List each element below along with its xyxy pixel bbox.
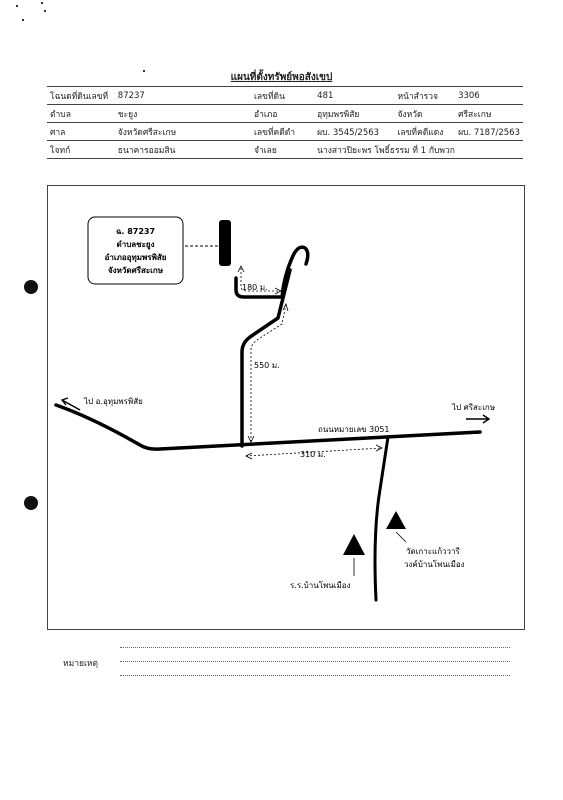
value-black-case-no: ผบ. 3545/2563	[314, 122, 395, 141]
value-plaintiff: ธนาคารออมสิน	[114, 140, 252, 159]
access-road	[240, 268, 292, 448]
value-district: อุทุมพรพิสัย	[314, 104, 395, 123]
table-row: ตำบล ชะยูง อำเภอ อุทุมพรพิสัย จังหวัด ศร…	[47, 104, 523, 123]
label-district: อำเภอ	[251, 104, 315, 123]
label-survey-page: หน้าสำรวจ	[394, 86, 456, 105]
label-red-case-no: เลขที่คดีแดง	[394, 122, 456, 141]
south-road	[373, 435, 390, 602]
temple-landmark	[386, 511, 406, 529]
value-defendant: นางสาวปิยะพร โพธิ์ธรรม ที่ 1 กับพวก	[314, 140, 523, 159]
notes-label: หมายเหตุ	[63, 659, 98, 669]
side-road-curve	[280, 245, 310, 299]
label-subdistrict: ตำบล	[47, 104, 115, 123]
value-land-no: 481	[314, 86, 395, 105]
notes-line-2	[120, 661, 510, 662]
deed-info-box	[87, 216, 184, 285]
road-3051	[54, 403, 482, 451]
property-info-table: โฉนดที่ดินเลขที่ 87237 เลขที่ดิน 481 หน้…	[47, 86, 523, 159]
land-plot-marker	[219, 220, 231, 266]
value-province: ศรีสะเกษ	[455, 104, 523, 123]
dist-310-label: 310 ม.	[300, 450, 326, 459]
label-defendant: จำเลย	[251, 140, 315, 159]
notes-line-1	[120, 647, 510, 648]
school-name: ร.ร.บ้านโพนเมือง	[290, 580, 351, 590]
label-court: ศาล	[47, 122, 115, 141]
value-survey-page: 3306	[455, 86, 523, 105]
map-drawing: ฉ. 87237 ตำบลชะยูง อำเภออุทุมพรพิสัย จัง…	[54, 216, 495, 602]
value-court: จังหวัดศรีสะเกษ	[114, 122, 252, 141]
to-uthumphon-label: ไป อ.อุทุมพรพิสัย	[83, 397, 143, 406]
label-deed-no: โฉนดที่ดินเลขที่	[47, 86, 115, 105]
label-province: จังหวัด	[394, 104, 456, 123]
arrow-to-uthumphon	[61, 399, 81, 411]
label-land-no: เลขที่ดิน	[251, 86, 315, 105]
table-row: โจทก์ ธนาคารออมสิน จำเลย นางสาวปิยะพร โพ…	[47, 140, 523, 159]
deed-number: ฉ. 87237	[116, 227, 155, 236]
school-landmark	[343, 534, 365, 555]
punch-hole-bottom	[24, 496, 38, 510]
value-red-case-no: ผบ. 7187/2563	[455, 122, 523, 141]
table-row: โฉนดที่ดินเลขที่ 87237 เลขที่ดิน 481 หน้…	[47, 86, 523, 105]
dist-550-label: 550 ม.	[254, 361, 280, 370]
dist-180-label: 180 ม.	[242, 283, 268, 292]
temple-name: วัดเกาะแก้ววารี	[406, 547, 461, 556]
punch-hole-top	[24, 280, 38, 294]
side-road-hook	[234, 276, 284, 299]
deed-subdistrict: ตำบลชะยูง	[117, 240, 155, 250]
dim-310-line	[245, 447, 383, 457]
value-deed-no: 87237	[114, 86, 252, 105]
to-sisaket-label: ไป ศรีสะเกษ	[451, 403, 495, 412]
label-plaintiff: โจทก์	[47, 140, 115, 159]
road-name-label: ถนนหมายเลข 3051	[318, 425, 390, 434]
notes-line-3	[120, 675, 510, 676]
deed-province: จังหวัดศรีสะเกษ	[108, 265, 164, 275]
dim-550-line	[250, 303, 287, 442]
value-subdistrict: ชะยูง	[114, 104, 252, 123]
label-black-case-no: เลขที่คดีดำ	[251, 122, 315, 141]
table-row: ศาล จังหวัดศรีสะเกษ เลขที่คดีดำ ผบ. 3545…	[47, 122, 523, 141]
temple-subname: วงค์บ้านโพนเมือง	[404, 559, 465, 569]
deed-district: อำเภออุทุมพรพิสัย	[105, 253, 167, 263]
page-title: แผนที่ตั้งทรัพย์พอสังเขป	[230, 72, 333, 83]
location-map: ฉ. 87237 ตำบลชะยูง อำเภออุทุมพรพิสัย จัง…	[47, 185, 525, 630]
